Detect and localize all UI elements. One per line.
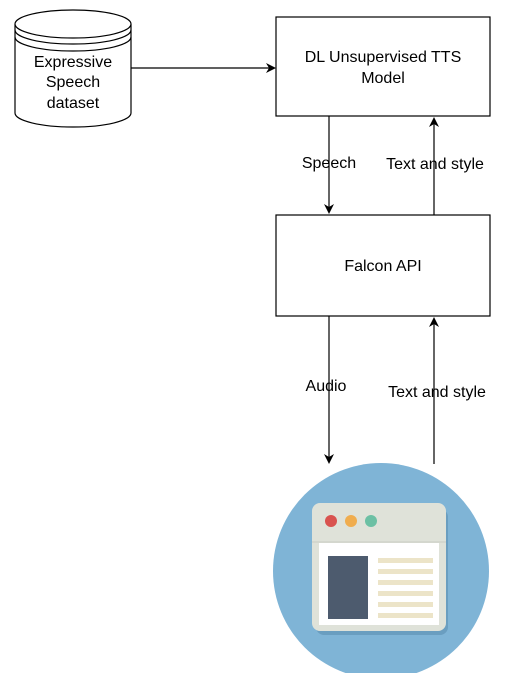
edge-label-text-style-lower: Text and style xyxy=(388,384,486,401)
browser-icon-line-2 xyxy=(378,569,433,574)
browser-icon-line-5 xyxy=(378,602,433,607)
browser-icon-dot-red xyxy=(325,515,337,527)
browser-icon-line-3 xyxy=(378,580,433,585)
browser-icon-sidebar xyxy=(328,556,368,619)
edge-label-audio: Audio xyxy=(306,378,347,395)
dataset-cylinder: Expressive Speech dataset xyxy=(14,9,132,128)
falcon-api-node: Falcon API xyxy=(275,214,491,317)
browser-icon-dot-green xyxy=(365,515,377,527)
tts-model-node: DL Unsupervised TTS Model xyxy=(275,16,491,117)
dataset-cylinder-ring-1 xyxy=(14,29,132,45)
dataset-label-line-1: Expressive xyxy=(34,54,112,71)
falcon-api-label: Falcon API xyxy=(344,258,421,275)
dataset-label-line-2: Speech xyxy=(46,74,100,91)
browser-icon-line-4 xyxy=(378,591,433,596)
edge-label-text-style-upper: Text and style xyxy=(386,156,484,173)
tts-model-label-line-2: Model xyxy=(361,70,405,87)
edge-label-speech: Speech xyxy=(302,155,356,172)
browser-icon-line-6 xyxy=(378,613,433,618)
tts-model-label-line-1: DL Unsupervised TTS xyxy=(305,49,462,66)
dataset-cylinder-ring-2 xyxy=(14,36,132,52)
falcon-api-box xyxy=(275,214,491,317)
browser-icon-dot-orange xyxy=(345,515,357,527)
dataset-label-line-3: dataset xyxy=(47,95,100,112)
dataset-cylinder-top xyxy=(14,9,132,39)
browser-window-icon xyxy=(273,463,489,673)
tts-model-box xyxy=(275,16,491,117)
browser-icon-line-1 xyxy=(378,558,433,563)
